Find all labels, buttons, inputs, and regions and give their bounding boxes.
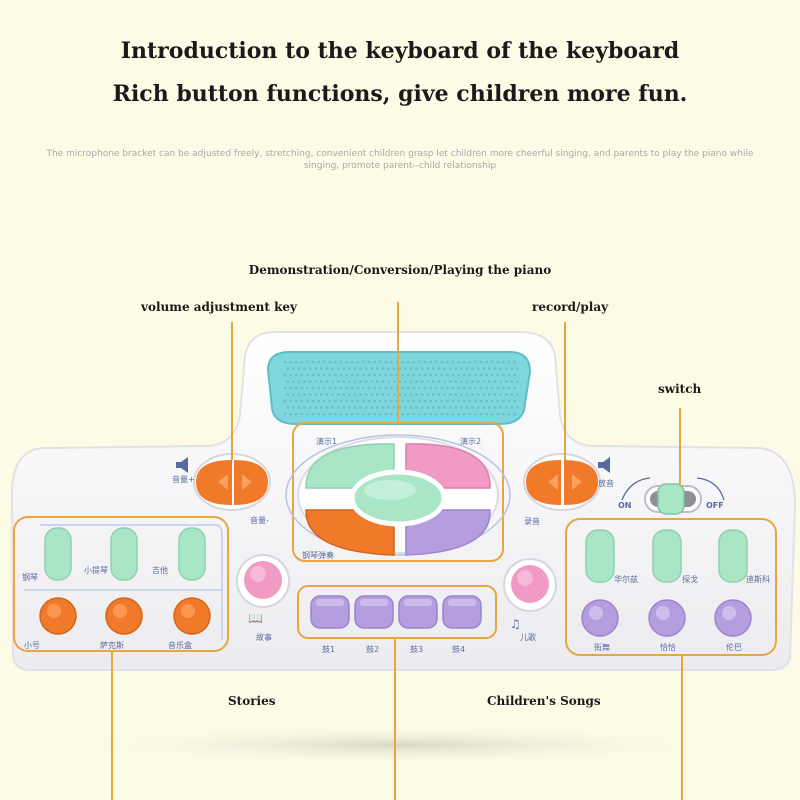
callout-lines [111,302,683,800]
power-switch[interactable] [621,477,725,515]
volume-down-arrow-icon [218,474,228,490]
instrument-panel-outline [24,524,223,640]
record-play-buttons [523,453,601,511]
demo-2-label: 演示2 [460,437,482,446]
dance-label: 伦巴 [726,643,742,652]
instrument-label: 萨克斯 [100,641,124,650]
piano-mode-pad [297,436,499,556]
callout-demonstration: Demonstration/Conversion/Playing the pia… [248,263,552,277]
dance-buttons [581,529,752,637]
play-label: 放音 [598,479,614,488]
button-highlight [589,606,603,620]
rhythm-button-highlight [448,599,476,606]
book-icon: 📖 [248,611,263,625]
volume-down-button[interactable] [196,460,232,505]
play-arrow-icon [572,474,582,490]
button-highlight [181,604,195,618]
instrument-top-button[interactable] [178,527,206,581]
dance-top-button[interactable] [652,529,682,583]
dance-label: 探戈 [682,575,698,584]
instrument-buttons [39,527,211,635]
switch-off-label: OFF [706,501,724,510]
story-button-group [236,554,290,608]
dance-panel-frame [565,518,777,656]
volume-buttons [193,453,271,511]
instrument-top-button[interactable] [110,527,138,581]
rhythm-4-label: 鼓4 [452,645,466,654]
callout-record: record/play [532,300,609,314]
conversion-button[interactable] [405,509,491,556]
button-highlight [656,606,670,620]
instrument-label: 小提琴 [84,566,108,575]
record-button[interactable] [526,460,561,505]
speaker-icon [176,457,610,473]
button-highlight [113,604,127,618]
volume-down-label: 音量- [250,516,269,525]
song-button-group [503,558,557,612]
record-arrow-icon [548,474,558,490]
rhythm-3-label: 鼓3 [410,645,424,654]
rhythm-button-highlight [316,599,344,606]
piano-play-label: 钢琴弹奏 [302,551,334,560]
description-text: The microphone bracket can be adjusted f… [46,149,754,171]
callout-volume: volume adjustment key [141,300,297,314]
note-icon: ♫ [510,617,521,631]
dance-label: 街舞 [594,643,610,652]
rhythm-button-highlight [360,599,388,606]
dance-label: 华尔兹 [614,575,638,584]
callout-songs: Children's Songs [487,694,601,708]
button-highlight [722,606,736,620]
rhythm-buttons [310,595,482,629]
switch-on-label: ON [618,501,632,510]
instrument-label: 音乐盒 [168,641,192,650]
rhythm-2-label: 鼓2 [366,645,380,654]
dance-label: 迪斯科 [746,575,770,584]
dance-top-button[interactable] [718,529,748,583]
toy-shadow [70,725,730,765]
dance-top-button[interactable] [585,529,615,583]
instrument-label: 钢琴 [22,573,38,582]
instrument-label: 吉他 [152,566,168,575]
song-label: 儿歌 [520,633,536,642]
rhythm-button-highlight [404,599,432,606]
story-label: 故事 [256,633,272,642]
instrument-top-button[interactable] [44,527,72,581]
rhythm-panel-frame [297,585,497,639]
piano-control-ring [285,434,511,556]
volume-up-label: 音量+ [172,475,195,484]
button-highlight [47,604,61,618]
demo-1-label: 演示1 [316,437,338,446]
callout-stories: Stories [228,694,276,708]
instrument-label: 小号 [24,641,40,650]
rhythm-1-label: 鼓1 [322,645,336,654]
dance-label: 恰恰 [660,643,676,652]
record-label: 录音 [524,517,540,526]
volume-up-arrow-icon [242,474,252,490]
heading-line-2: Rich button functions, give children mor… [112,81,688,107]
instrument-panel-frame [13,516,229,652]
heading-line-1: Introduction to the keyboard of the keyb… [120,38,680,64]
callout-switch: switch [658,382,702,396]
switch-knob[interactable] [657,483,685,515]
